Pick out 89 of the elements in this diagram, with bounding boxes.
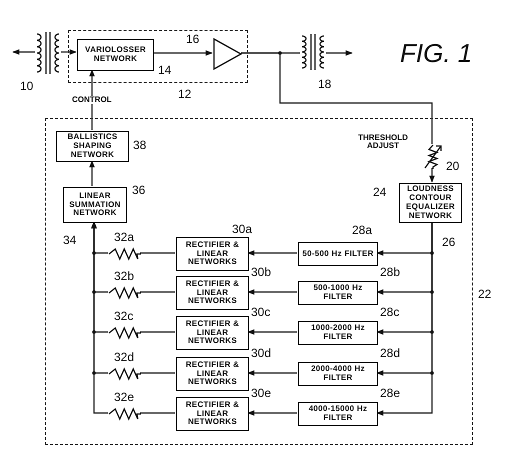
connector-line [140,252,175,254]
block-label: LINEAR SUMMATION NETWORK [68,192,122,218]
connector-line [247,289,297,295]
block-box [298,362,378,386]
block-box [298,321,378,345]
reference-numeral: 28e [380,387,400,399]
block-box [176,237,249,271]
connector-line [140,412,175,414]
resistor-symbol [109,408,141,420]
connector-line [140,331,175,333]
resistor-symbol [424,145,442,169]
connector-line [376,222,433,416]
block-label: 4000-15000 Hz FILTER [308,405,368,423]
block-box [63,187,127,223]
block-label: 1000-2000 Hz FILTER [310,324,366,342]
connector-line [91,221,108,414]
connector-line [89,160,95,186]
reference-numeral: 32e [114,391,134,403]
block-box [176,316,249,350]
reference-numeral: 30c [251,306,270,318]
connector-line [61,49,77,55]
reference-numeral: 14 [158,64,172,76]
block-box [176,397,249,431]
reference-numeral: 20 [446,160,460,172]
reference-numeral: 22 [478,288,492,300]
connector-line [247,370,297,376]
connector-line [247,250,297,256]
connector-line [241,52,433,144]
reference-numeral: 30b [251,266,272,278]
block-label: RECTIFIER & LINEAR NETWORKS [184,280,240,306]
resistor-symbol [109,287,141,299]
resistor-symbol [109,248,141,260]
transformer-symbol [300,32,326,72]
block-box [56,131,129,162]
block-box [176,276,249,310]
edge-label: CONTROL [71,96,113,104]
block-label: 500-1000 Hz FILTER [312,284,364,302]
reference-numeral: 16 [186,33,200,45]
reference-numeral: 32a [114,231,134,243]
block-box [176,357,249,391]
connector-line [247,410,297,416]
connector-line [89,69,95,130]
reference-numeral: 28d [380,347,400,359]
connector-line [140,372,175,374]
reference-numeral: 32b [114,270,134,282]
block-box [298,402,378,426]
reference-numeral: 36 [132,184,146,196]
connector-line [247,329,297,335]
connector-line [326,50,353,56]
connector-line [140,291,175,293]
block-label: RECTIFIER & LINEAR NETWORKS [184,240,240,268]
reference-numeral: 18 [318,78,332,90]
figure-title: FIG. 1 [400,40,472,66]
block-label: 50-500 Hz FILTER [302,250,374,258]
dashed-enclosure [68,30,248,83]
reference-numeral: 26 [442,236,456,248]
reference-numeral: 30a [232,223,252,235]
reference-numeral: 34 [63,234,76,246]
reference-numeral: 32c [114,310,134,322]
callout-text: THRESHOLD ADJUST [357,134,409,150]
resistor-symbol [109,368,141,380]
reference-numeral: 12 [178,88,192,100]
resistor-symbol [109,327,141,339]
block-box [77,39,154,71]
reference-numeral: 38 [133,139,146,151]
reference-numeral: 30d [251,347,272,359]
reference-numeral: 10 [20,80,34,92]
connector-line [153,50,213,56]
connector-line [429,168,435,183]
reference-numeral: 28c [380,306,400,318]
transformer-symbol [35,30,61,76]
reference-numeral: 30e [251,387,272,399]
block-label: BALLISTICS SHAPING NETWORK [66,133,119,160]
block-label: RECTIFIER & LINEAR NETWORKS [184,400,240,428]
block-box [399,183,462,223]
block-label: RECTIFIER & LINEAR NETWORKS [184,360,240,388]
reference-numeral: 28b [380,266,400,278]
amplifier-symbol [213,38,242,70]
dashed-enclosure [45,118,473,445]
block-box [298,242,378,266]
block-label: VARIOLOSSER NETWORK [84,46,147,64]
reference-numeral: 28a [352,224,372,236]
block-label: 2000-4000 Hz FILTER [310,365,366,383]
reference-numeral: 32d [114,351,134,363]
block-label: LOUDNESS CONTOUR EQUALIZER NETWORK [405,185,456,221]
connector-line [12,49,35,55]
reference-numeral: 24 [373,186,386,198]
block-label: RECTIFIER & LINEAR NETWORKS [184,320,240,346]
block-box [298,281,378,305]
